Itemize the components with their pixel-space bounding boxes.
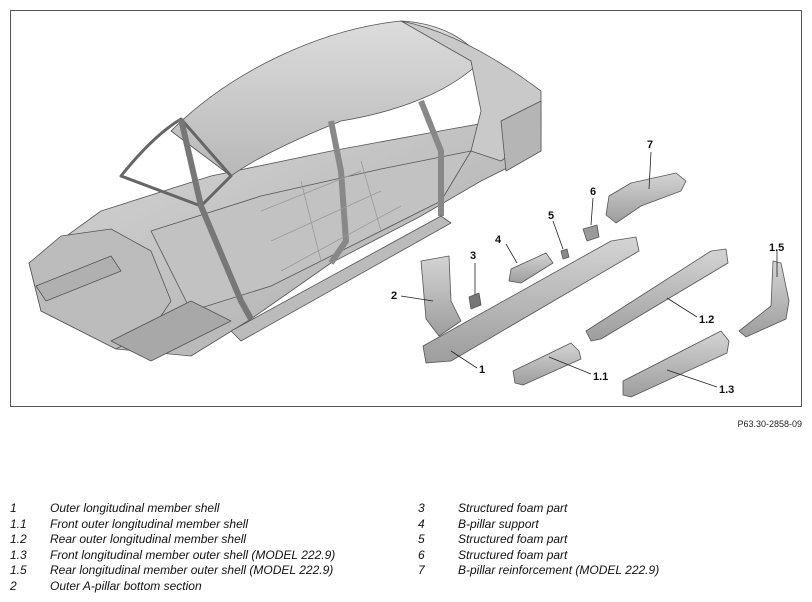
legend-row: 4 B-pillar support [418, 517, 659, 533]
legend-text: Outer longitudinal member shell [50, 501, 220, 515]
figure-reference: P63.30-2858-09 [737, 419, 802, 429]
callout-3: 3 [470, 250, 477, 262]
legend-text: Structured foam part [458, 532, 568, 547]
legend-number: 1.5 [10, 563, 27, 578]
legend-text: Outer A-pillar bottom section [50, 578, 202, 593]
legend-number: 1.1 [10, 516, 27, 531]
callout-5: 5 [548, 210, 555, 222]
legend-text: Rear longitudinal member outer shell (MO… [50, 563, 334, 578]
legend-row: 6 Structured foam part [418, 548, 659, 564]
legend-row: 1 Outer longitudinal member shell [10, 501, 335, 517]
c-pillar [418, 99, 444, 216]
part-4-b-pillar-support [508, 252, 554, 284]
legend-row: 5 Structured foam part [418, 532, 659, 548]
legend-text: B-pillar reinforcement (MODEL 222.9) [458, 563, 660, 578]
part-1-1-front-outer-longitudinal-member-shell [512, 342, 582, 386]
callout-1: 1 [479, 364, 486, 376]
legend-number: 4 [418, 516, 425, 531]
legend-row: 1.2 Rear outer longitudinal member shell [10, 532, 335, 548]
legend-text: Front longitudinal member outer shell (M… [50, 547, 336, 562]
callout-2: 2 [391, 290, 398, 302]
legend-number: 1.2 [10, 532, 27, 547]
callout-7: 7 [647, 139, 654, 151]
legend-number: 2 [10, 578, 17, 593]
legend-text: Structured foam part [458, 547, 568, 562]
callout-1-3: 1.3 [719, 384, 735, 396]
legend-number: 1 [10, 501, 17, 515]
legend-row: 3 Structured foam part [418, 501, 659, 517]
callout-1-2: 1.2 [699, 314, 715, 326]
legend-number: 1.3 [10, 547, 27, 562]
legend-number: 3 [418, 501, 425, 515]
rear-end [500, 100, 542, 172]
body-in-white [28, 20, 542, 362]
front-crossmember [35, 255, 122, 302]
callout-4: 4 [495, 234, 502, 246]
callout-6: 6 [590, 186, 597, 198]
figure-frame: 1 1.1 1.2 1.3 1.5 2 3 4 5 6 7 [10, 10, 802, 407]
part-1-5-rear-longitudinal-member-outer-shell [738, 260, 790, 338]
windshield-frame [119, 117, 233, 208]
front-structure [28, 228, 172, 350]
callout-1-1: 1.1 [593, 371, 609, 383]
legend-text: Front outer longitudinal member shell [50, 516, 249, 531]
part-2-outer-a-pillar-bottom-section [420, 255, 462, 337]
part-6-structured-foam-part [582, 224, 600, 242]
legend-row: 2 Outer A-pillar bottom section [10, 579, 335, 595]
legend-row: 7 B-pillar reinforcement (MODEL 222.9) [418, 563, 659, 579]
legend-row: 1.5 Rear longitudinal member outer shell … [10, 563, 335, 579]
side-sill [230, 215, 452, 342]
legend-text: B-pillar support [458, 516, 539, 531]
car-body-illustration [28, 20, 790, 398]
legend-row: 1.1 Front outer longitudinal member shell [10, 517, 335, 533]
legend-number: 5 [418, 532, 425, 547]
part-1-3-front-longitudinal-member-outer-shell [622, 330, 730, 398]
part-7-b-pillar-reinforcement [605, 172, 687, 224]
part-3-structured-foam-part [468, 292, 482, 310]
a-pillar [178, 118, 254, 321]
front-rail [110, 300, 232, 362]
legend-number: 6 [418, 547, 425, 562]
legend-number: 7 [418, 563, 425, 578]
callout-1-5: 1.5 [769, 242, 785, 254]
exploded-parts [420, 172, 790, 398]
part-5-structured-foam-part [560, 248, 570, 260]
part-1-outer-longitudinal-member-shell [422, 236, 640, 364]
part-1-2-rear-outer-longitudinal-member-shell [585, 248, 729, 342]
leader-lines [400, 151, 778, 388]
legend-row: 1.3 Front longitudinal member outer shell… [10, 548, 335, 564]
legend-text: Rear outer longitudinal member shell [50, 532, 247, 547]
legend-text: Structured foam part [458, 501, 568, 515]
b-pillar-frame [328, 120, 349, 265]
